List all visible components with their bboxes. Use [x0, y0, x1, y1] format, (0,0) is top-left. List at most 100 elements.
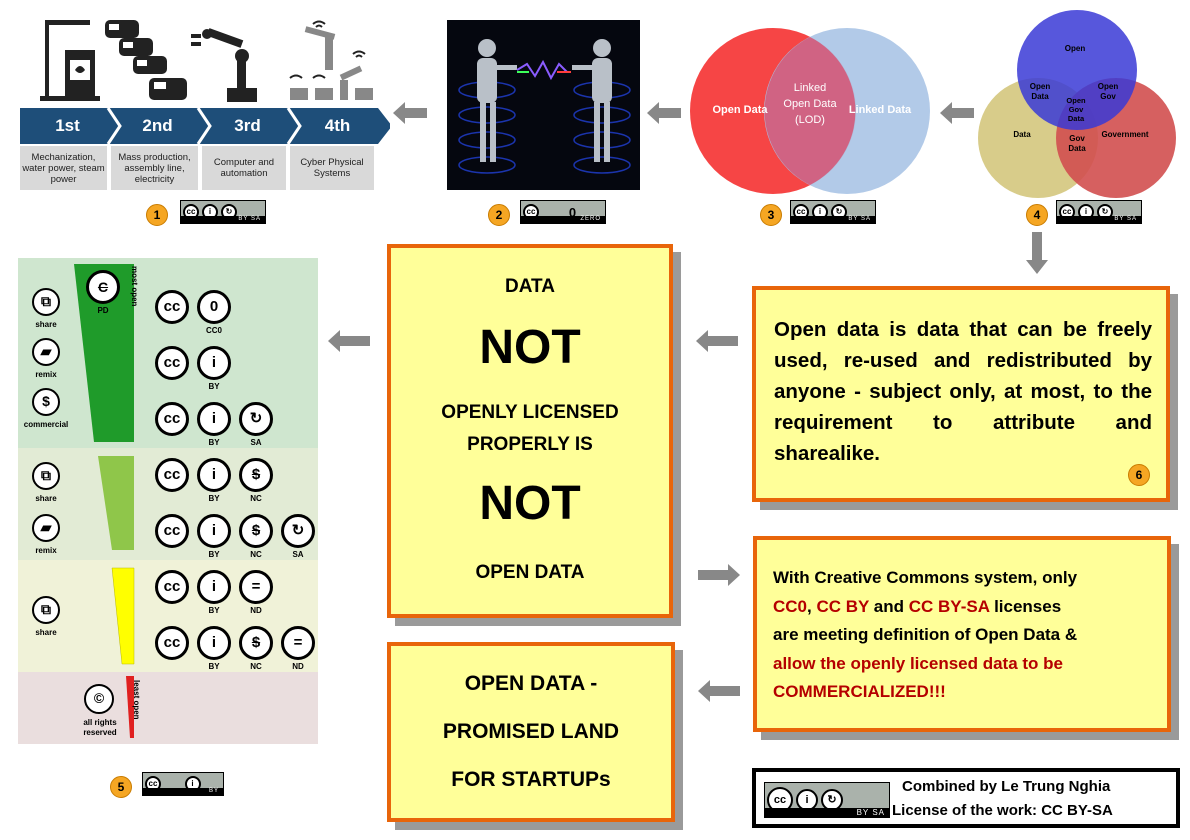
commercial-icon: $ [32, 388, 60, 416]
share-icon: ⧉ [32, 288, 60, 316]
revolution-desc-2: Mass production, assembly line, electric… [111, 146, 198, 190]
cc-icon: cc [155, 514, 189, 548]
open-data-definition-box: Open data is data that can be freely use… [752, 286, 1170, 502]
definition-text: Open data is data that can be freely use… [774, 318, 1152, 465]
smart-robots-icon [289, 20, 373, 100]
cc-by-text: CC BY [816, 596, 870, 616]
zero-icon: 0 [568, 204, 577, 220]
cc-box-line-3: are meeting definition of Open Data & [773, 625, 1078, 644]
badge-label: BY [143, 788, 223, 795]
open-data-text: OPEN DATA [475, 562, 585, 583]
venn-data-label: Data [1013, 130, 1031, 139]
badge-label: BY SA [765, 808, 889, 817]
venn-open-data-gov-label: Open Data [1029, 82, 1051, 101]
openly-licensed-text: OPENLY LICENSED [441, 402, 619, 423]
arrow-down-icon [1026, 232, 1048, 274]
by-icon: i [197, 402, 231, 436]
revolution-desc-4: Cyber Physical Systems [290, 146, 374, 190]
nd-icon: = [239, 570, 273, 604]
share-label: share [35, 494, 57, 503]
by-icon: i [197, 346, 231, 380]
least-open-label: least open [132, 680, 141, 720]
promised-line-3: FOR STARTUPs [451, 768, 611, 791]
not-heading-2: NOT [479, 477, 581, 530]
sa-icon: ↻ [281, 514, 315, 548]
arrow-right-icon [698, 564, 740, 586]
arrow-left-icon [940, 102, 974, 124]
cc-icon: cc [155, 626, 189, 660]
cc-by-sa-badge: cc i ↻ BY SA [764, 782, 890, 818]
cc-box-line-1: With Creative Commons system, only [773, 568, 1078, 587]
nd-icon: = [281, 626, 315, 660]
number-badge-1: 1 [146, 204, 168, 226]
venn-open-label: Open [1064, 44, 1086, 53]
cc-icon: cc [155, 290, 189, 324]
venn-linked-data-label: Linked Data [848, 104, 912, 116]
data-not-open-box: DATA NOT OPENLY LICENSED PROPERLY IS NOT… [387, 244, 673, 618]
nc-label: NC [250, 662, 262, 671]
nc-icon: $ [239, 458, 273, 492]
cc-icon: cc [155, 458, 189, 492]
revolution-timeline-bar [20, 108, 390, 144]
remix-label: remix [35, 370, 57, 379]
arrow-left-icon [328, 330, 370, 352]
credit-line-1: Combined by Le Trung Nghia [902, 778, 1111, 795]
cc-by-sa-badge: cc i ↻ BY SA [180, 200, 266, 224]
open-gov-venn-diagram [978, 10, 1176, 198]
cc-by-badge: cc i BY [142, 772, 224, 796]
nd-label: ND [292, 662, 304, 671]
venn-open-data-label: Open Data [712, 104, 768, 116]
sa-icon: ↻ [239, 402, 273, 436]
revolution-step-3: 3rd [234, 116, 261, 135]
credit-box: cc i ↻ BY SA Combined by Le Trung Nghia … [752, 768, 1180, 828]
by-label: BY [208, 438, 220, 447]
nc-icon: $ [239, 514, 273, 548]
revolution-step-1: 1st [55, 116, 80, 135]
venn-lod-label: Linked Open Data (LOD) [783, 82, 837, 126]
most-open-label: most open [130, 266, 139, 307]
pd-label: PD [97, 306, 109, 315]
zero-icon: 0 [197, 290, 231, 324]
arrow-left-icon [647, 102, 681, 124]
nc-icon: $ [239, 626, 273, 660]
revolution-desc-3: Computer and automation [202, 146, 286, 190]
badge-label: BY SA [791, 216, 875, 223]
robots-exchange-image [447, 20, 640, 190]
venn-open-gov-data-label: Open Gov Data [1066, 96, 1086, 123]
band-reserved [18, 672, 318, 744]
promised-land-box: OPEN DATA - PROMISED LAND FOR STARTUPs [387, 642, 675, 822]
share-label: share [35, 320, 57, 329]
cc-box-text: With Creative Commons system, only CC0, … [773, 564, 1157, 707]
remix-label: remix [35, 546, 57, 555]
number-badge-4: 4 [1026, 204, 1048, 226]
by-label: BY [208, 494, 220, 503]
badge-label: BY SA [181, 216, 265, 223]
public-domain-icon: C [86, 270, 120, 304]
not-heading-1: NOT [479, 321, 581, 374]
arrow-left-icon [696, 330, 738, 352]
cc0-text: CC0 [773, 596, 808, 616]
cc-box-line-5: COMMERCIALIZED!!! [773, 682, 946, 701]
venn-gov-data-label: Gov Data [1068, 134, 1086, 153]
promised-line-1: OPEN DATA - [464, 672, 598, 695]
by-label: BY [208, 606, 220, 615]
cc0-label: CC0 [205, 326, 222, 335]
cc-box-licenses: licenses [989, 596, 1062, 616]
remix-icon: ▰ [32, 514, 60, 542]
cc-zero-badge: cc 0 ZERO [520, 200, 606, 224]
creative-commons-box: With Creative Commons system, only CC0, … [753, 536, 1171, 732]
cc-by-sa-badge: cc i ↻ BY SA [1056, 200, 1142, 224]
remix-icon: ▰ [32, 338, 60, 366]
sa-label: SA [292, 550, 304, 559]
by-icon: i [197, 514, 231, 548]
revolution-chevrons [106, 108, 392, 144]
by-icon: i [197, 570, 231, 604]
robots-illustration [458, 39, 631, 174]
share-icon: ⧉ [32, 462, 60, 490]
revolution-desc-1: Mechanization, water power, steam power [20, 146, 107, 190]
arrow-left-icon [698, 680, 740, 702]
cc-icon: cc [155, 570, 189, 604]
by-icon: i [197, 458, 231, 492]
properly-is-text: PROPERLY IS [467, 434, 593, 455]
cc-icon: cc [155, 402, 189, 436]
